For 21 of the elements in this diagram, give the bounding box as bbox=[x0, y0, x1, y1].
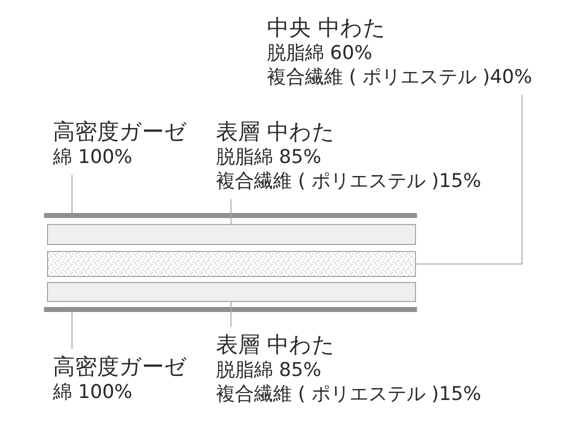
layer-title: 高密度ガーゼ bbox=[53, 355, 187, 380]
batting-layer bbox=[47, 224, 416, 245]
batting-layer bbox=[47, 282, 416, 302]
composition-text: 脱脂綿 85% bbox=[216, 358, 322, 382]
composition-text: 綿 100% bbox=[53, 145, 132, 169]
composition-text: 脱脂綿 85% bbox=[216, 145, 322, 169]
composition-text: 脱脂綿 60% bbox=[267, 41, 372, 65]
composition-text: 複合繊維 ( ポリエステル )15% bbox=[216, 169, 482, 193]
leader-line bbox=[416, 94, 522, 264]
leader-line bbox=[230, 198, 232, 224]
fabric-layer-bar bbox=[44, 307, 417, 312]
composition-text: 綿 100% bbox=[53, 380, 132, 404]
composition-text: 複合繊維 ( ポリエステル )15% bbox=[216, 382, 482, 406]
layer-title: 高密度ガーゼ bbox=[53, 120, 187, 145]
layer-title: 表層 中わた bbox=[216, 333, 335, 358]
layer-title: 中央 中わた bbox=[267, 16, 386, 41]
batting-layer bbox=[47, 251, 416, 277]
composition-text: 複合繊維 ( ポリエステル )40% bbox=[267, 65, 532, 89]
leader-line bbox=[230, 302, 232, 328]
fabric-layer-bar bbox=[44, 213, 417, 218]
layer-title: 表層 中わた bbox=[216, 120, 335, 145]
